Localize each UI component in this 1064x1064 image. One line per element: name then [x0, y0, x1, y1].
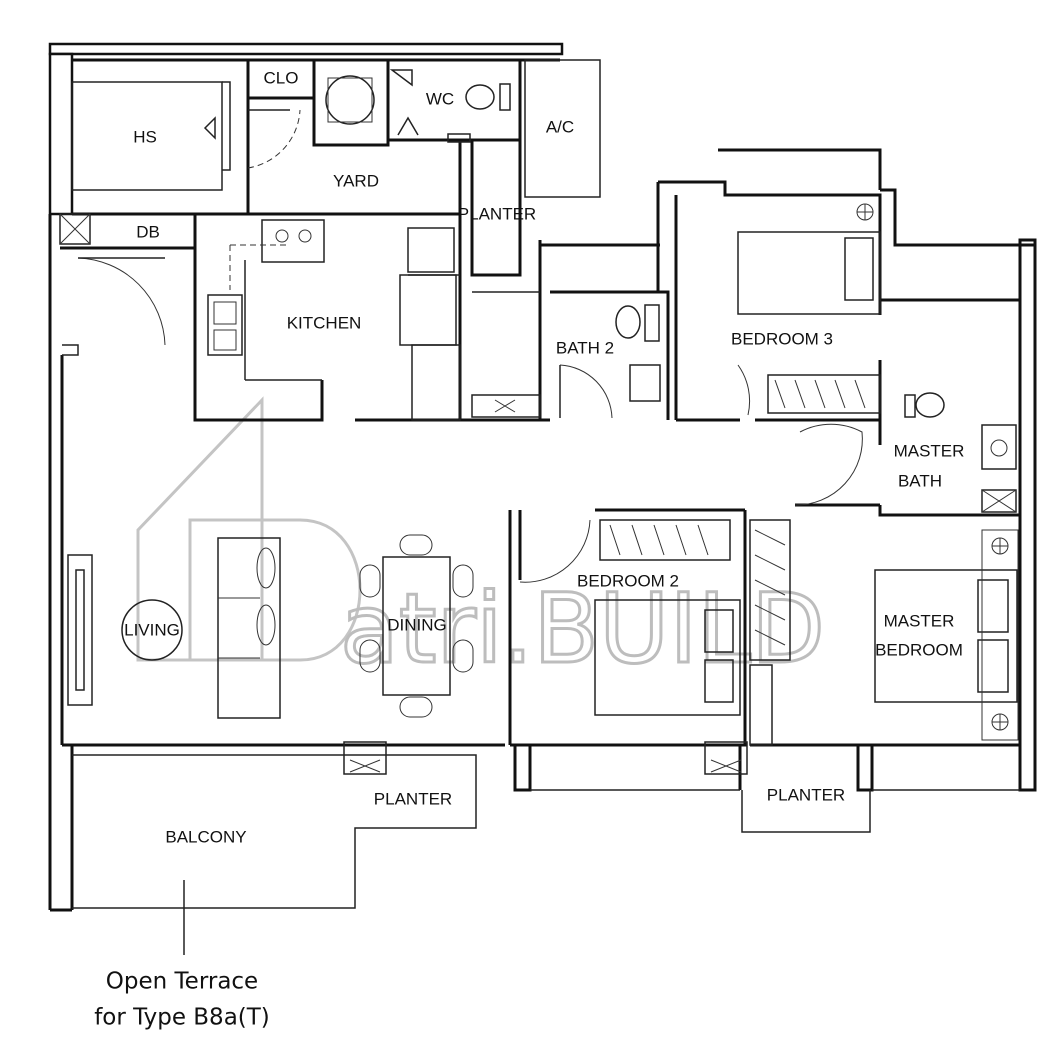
room-label-living: LIVING	[124, 620, 180, 639]
watermark: atri.BUILD	[136, 396, 826, 687]
room-label-master-bedroom-1: MASTER	[884, 611, 955, 630]
room-label-yard: YARD	[333, 171, 379, 190]
room-label-planter-top: PLANTER	[458, 204, 536, 223]
details	[59, 59, 1020, 955]
room-label-master-bath-1: MASTER	[894, 441, 965, 460]
terrace-note: Open Terrace for Type B8a(T)	[94, 969, 270, 1031]
terrace-note-line2: for Type B8a(T)	[94, 1005, 270, 1031]
room-label-bedroom3: BEDROOM 3	[731, 329, 833, 348]
room-label-wc: WC	[426, 89, 454, 108]
room-label-planter-bottom-right: PLANTER	[767, 785, 845, 804]
room-label-planter-bottom-left: PLANTER	[374, 789, 452, 808]
walls	[48, 42, 1037, 912]
room-label-master-bedroom-2: BEDROOM	[875, 640, 963, 659]
room-labels: HS CLO WC A/C YARD PLANTER DB KITCHEN BA…	[124, 68, 964, 846]
room-label-clo: CLO	[264, 68, 299, 87]
terrace-note-line1: Open Terrace	[106, 969, 258, 995]
room-label-bedroom2: BEDROOM 2	[577, 571, 679, 590]
room-label-ac: A/C	[546, 117, 574, 136]
room-label-db: DB	[136, 222, 160, 241]
room-label-master-bath-2: BATH	[898, 471, 942, 490]
room-label-bath2: BATH 2	[556, 338, 614, 357]
room-label-kitchen: KITCHEN	[287, 313, 362, 332]
room-label-dining: DINING	[387, 615, 447, 634]
room-label-hs: HS	[133, 127, 157, 146]
room-label-balcony: BALCONY	[165, 827, 246, 846]
